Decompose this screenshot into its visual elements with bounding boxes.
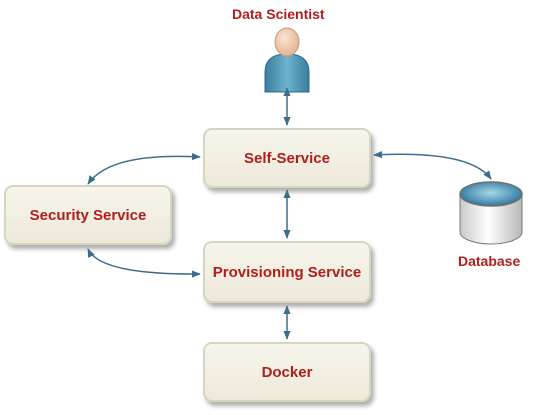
docker-label: Docker: [261, 363, 313, 381]
user-icon: [264, 27, 310, 93]
connector-security-provisioning: [87, 248, 201, 278]
database-icon: [459, 181, 523, 245]
docker-box: Docker: [203, 342, 371, 402]
provisioning-service-box: Provisioning Service: [203, 241, 371, 303]
security-service-box: Security Service: [4, 185, 172, 245]
connector-selfservice-database: [373, 150, 492, 180]
data-scientist-label: Data Scientist: [232, 6, 325, 22]
database-label: Database: [458, 253, 521, 269]
connector-selfservice-security: [87, 152, 201, 185]
self-service-label: Self-Service: [244, 149, 330, 167]
provisioning-service-label: Provisioning Service: [212, 263, 362, 281]
self-service-box: Self-Service: [203, 128, 371, 188]
security-service-label: Security Service: [29, 206, 147, 224]
